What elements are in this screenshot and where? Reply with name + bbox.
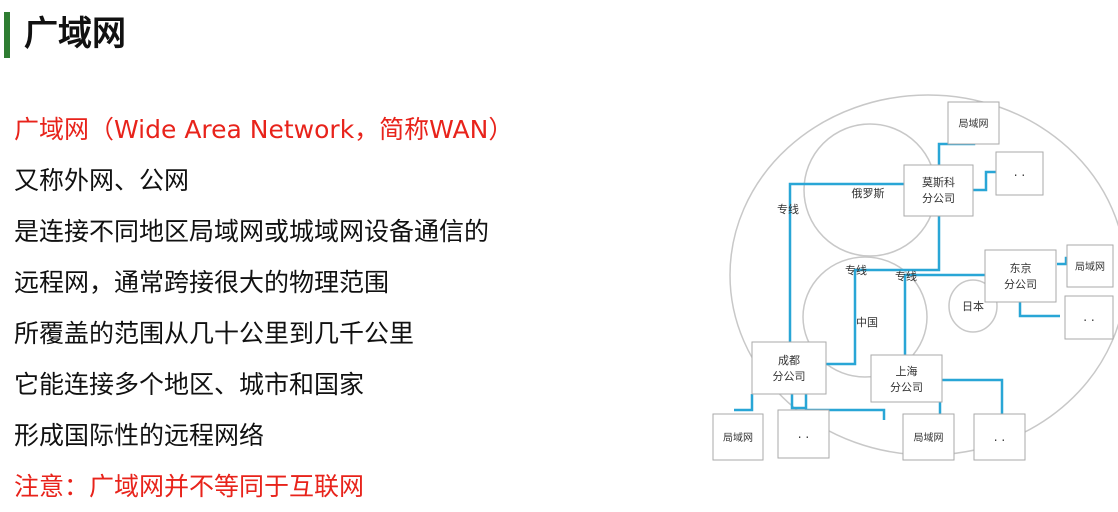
link-tokyo-lan bbox=[1057, 256, 1068, 266]
region-japan-circle bbox=[948, 279, 998, 333]
region-label-china: 中国 bbox=[856, 316, 878, 329]
office-moscow-type: 分公司 bbox=[922, 192, 955, 205]
region-label-japan: 日本 bbox=[962, 299, 984, 313]
office-tokyo: 东京 分公司 bbox=[984, 249, 1057, 303]
office-moscow-box bbox=[903, 164, 974, 217]
other-network-shanghai: . . bbox=[973, 413, 1026, 461]
lan-chengdu-box bbox=[712, 413, 764, 461]
other-network-shanghai-label: . . bbox=[994, 430, 1005, 444]
office-tokyo-box bbox=[984, 249, 1057, 303]
other-network-chengdu-label: . . bbox=[798, 427, 809, 441]
text-line: 是连接不同地区局域网或城域网设备通信的 bbox=[14, 217, 490, 246]
other-network-chengdu-box bbox=[777, 409, 830, 459]
text-line: 又称外网、公网 bbox=[14, 166, 190, 195]
lan-chengdu: 局域网 bbox=[712, 413, 764, 461]
lan-tokyo-box bbox=[1066, 244, 1114, 288]
wan-diagram: 俄罗斯 中国 日本 专线 专线 专线 莫斯科 分公司 东京 分公司 成都 分公司… bbox=[700, 80, 1118, 497]
lan-chengdu-label: 局域网 bbox=[723, 431, 753, 444]
leased-line-label: 专线 bbox=[777, 202, 799, 216]
other-network-chengdu: . . bbox=[777, 409, 830, 459]
office-shanghai: 上海 分公司 bbox=[870, 354, 943, 403]
text-line-note: 注意：广域网并不等同于互联网 bbox=[14, 472, 365, 501]
leased-line-label: 专线 bbox=[845, 263, 867, 277]
text-line-definition: 广域网（Wide Area Network，简称WAN） bbox=[14, 115, 514, 144]
lan-tokyo-label: 局域网 bbox=[1075, 260, 1105, 273]
office-tokyo-name: 东京 bbox=[1010, 261, 1032, 275]
office-moscow: 莫斯科 分公司 bbox=[903, 164, 974, 217]
office-shanghai-type: 分公司 bbox=[890, 381, 923, 394]
link-chengdu-shanghai-lan bbox=[804, 394, 886, 420]
lan-shanghai-box bbox=[902, 413, 955, 461]
office-chengdu: 成都 分公司 bbox=[751, 341, 827, 395]
other-network-shanghai-box bbox=[973, 413, 1026, 461]
lan-moscow-box bbox=[947, 101, 1000, 145]
text-lines: 广域网（Wide Area Network，简称WAN） 又称外网、公网 是连接… bbox=[14, 104, 704, 512]
leased-line-label: 专线 bbox=[895, 269, 917, 283]
other-network-tokyo-box bbox=[1064, 295, 1114, 340]
text-line: 所覆盖的范围从几十公里到几千公里 bbox=[14, 319, 415, 348]
other-network-tokyo-label: . . bbox=[1083, 310, 1094, 324]
office-shanghai-name: 上海 bbox=[896, 364, 918, 378]
link-tokyo-shanghai bbox=[903, 273, 985, 355]
office-shanghai-box bbox=[870, 354, 943, 403]
office-chengdu-box bbox=[751, 341, 827, 395]
link-shanghai-dots bbox=[942, 378, 1004, 414]
lan-moscow-label: 局域网 bbox=[959, 117, 989, 130]
wan-diagram-svg: 俄罗斯 中国 日本 专线 专线 专线 莫斯科 分公司 东京 分公司 成都 分公司… bbox=[712, 94, 1118, 461]
region-label-russia: 俄罗斯 bbox=[852, 187, 885, 200]
text-line: 形成国际性的远程网络 bbox=[14, 421, 265, 450]
region-china-circle bbox=[802, 256, 928, 378]
office-tokyo-type: 分公司 bbox=[1004, 278, 1037, 291]
office-moscow-name: 莫斯科 bbox=[922, 175, 955, 189]
link-moscow-dots bbox=[973, 170, 996, 192]
other-network-tokyo: . . bbox=[1064, 295, 1114, 340]
link-tokyo-dots bbox=[1018, 302, 1060, 318]
link-chengdu-dots bbox=[790, 394, 807, 410]
link-moscow-chengdu-china bbox=[826, 216, 941, 366]
text-line: 它能连接多个地区、城市和国家 bbox=[14, 370, 365, 399]
other-network-moscow: . . bbox=[995, 151, 1044, 196]
lan-moscow: 局域网 bbox=[947, 101, 1000, 145]
link-chengdu-lan bbox=[734, 394, 754, 412]
link-lines bbox=[734, 132, 1068, 420]
lan-shanghai-label: 局域网 bbox=[914, 431, 944, 444]
lan-shanghai: 局域网 bbox=[902, 413, 955, 461]
page-title: 广域网 bbox=[24, 14, 126, 54]
office-chengdu-name: 成都 bbox=[778, 354, 800, 367]
text-line: 远程网，通常跨接很大的物理范围 bbox=[14, 268, 390, 297]
other-network-moscow-box bbox=[995, 151, 1044, 196]
lan-tokyo: 局域网 bbox=[1066, 244, 1114, 288]
other-network-moscow-label: . . bbox=[1014, 165, 1025, 179]
office-chengdu-type: 分公司 bbox=[773, 370, 806, 383]
title-accent-bar bbox=[4, 12, 10, 58]
